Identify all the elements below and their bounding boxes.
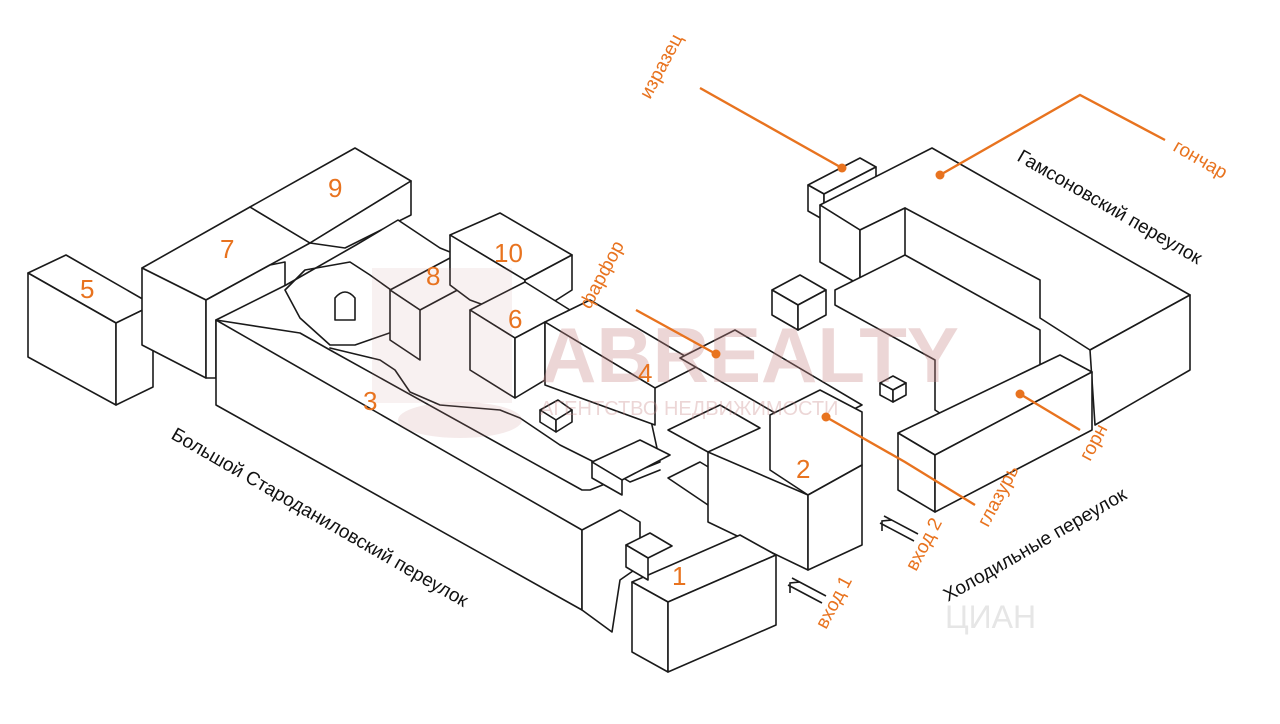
entrance-2-arrow[interactable]: [879, 515, 919, 542]
leader-gorn: [1019, 392, 1081, 432]
building-5[interactable]: [27, 254, 154, 406]
entrance-1-arrow[interactable]: [787, 577, 827, 604]
dot-farfor: [711, 349, 721, 359]
small-cube-east: [879, 375, 907, 403]
building-gorn[interactable]: [897, 354, 1093, 513]
dot-gorn: [1015, 389, 1025, 399]
watermark-abrealty: ABREALTY АГЕНТСТВО НЕДВИЖИМОСТИ: [372, 268, 959, 438]
small-cube-north: [771, 274, 827, 331]
building-number-4: 4: [638, 358, 652, 388]
watermark-tagline: АГЕНТСТВО НЕДВИЖИМОСТИ: [540, 398, 838, 420]
label-entrance-2: вход 2: [902, 515, 947, 575]
building-1[interactable]: [625, 532, 777, 673]
dot-gonchar: [935, 170, 945, 180]
building-number-1: 1: [672, 561, 686, 591]
dot-glazur: [821, 412, 831, 422]
building-number-10: 10: [494, 238, 523, 268]
leader-glazur: [825, 415, 976, 507]
dot-izrazets: [837, 163, 847, 173]
building-2[interactable]: [679, 329, 863, 571]
label-entrance-1: вход 1: [812, 573, 857, 633]
leader-farfor: [635, 308, 717, 356]
label-gonchar: гончар: [1170, 136, 1231, 183]
building-number-6: 6: [508, 304, 522, 334]
leader-gonchar: [939, 93, 1166, 177]
watermark-brand: ABREALTY: [540, 311, 959, 399]
label-farfor: фарфор: [576, 238, 629, 313]
building-number-8: 8: [426, 261, 440, 291]
building-number-3: 3: [363, 386, 377, 416]
watermark-corner: ЦИАН: [945, 599, 1036, 635]
label-izrazets: изразец: [636, 30, 688, 102]
building-9[interactable]: [249, 147, 412, 249]
building-number-7: 7: [220, 234, 234, 264]
building-number-2: 2: [796, 454, 810, 484]
building-number-5: 5: [80, 274, 94, 304]
leader-izrazets: [699, 86, 843, 170]
building-4[interactable]: [539, 299, 701, 433]
building-number-9: 9: [328, 173, 342, 203]
